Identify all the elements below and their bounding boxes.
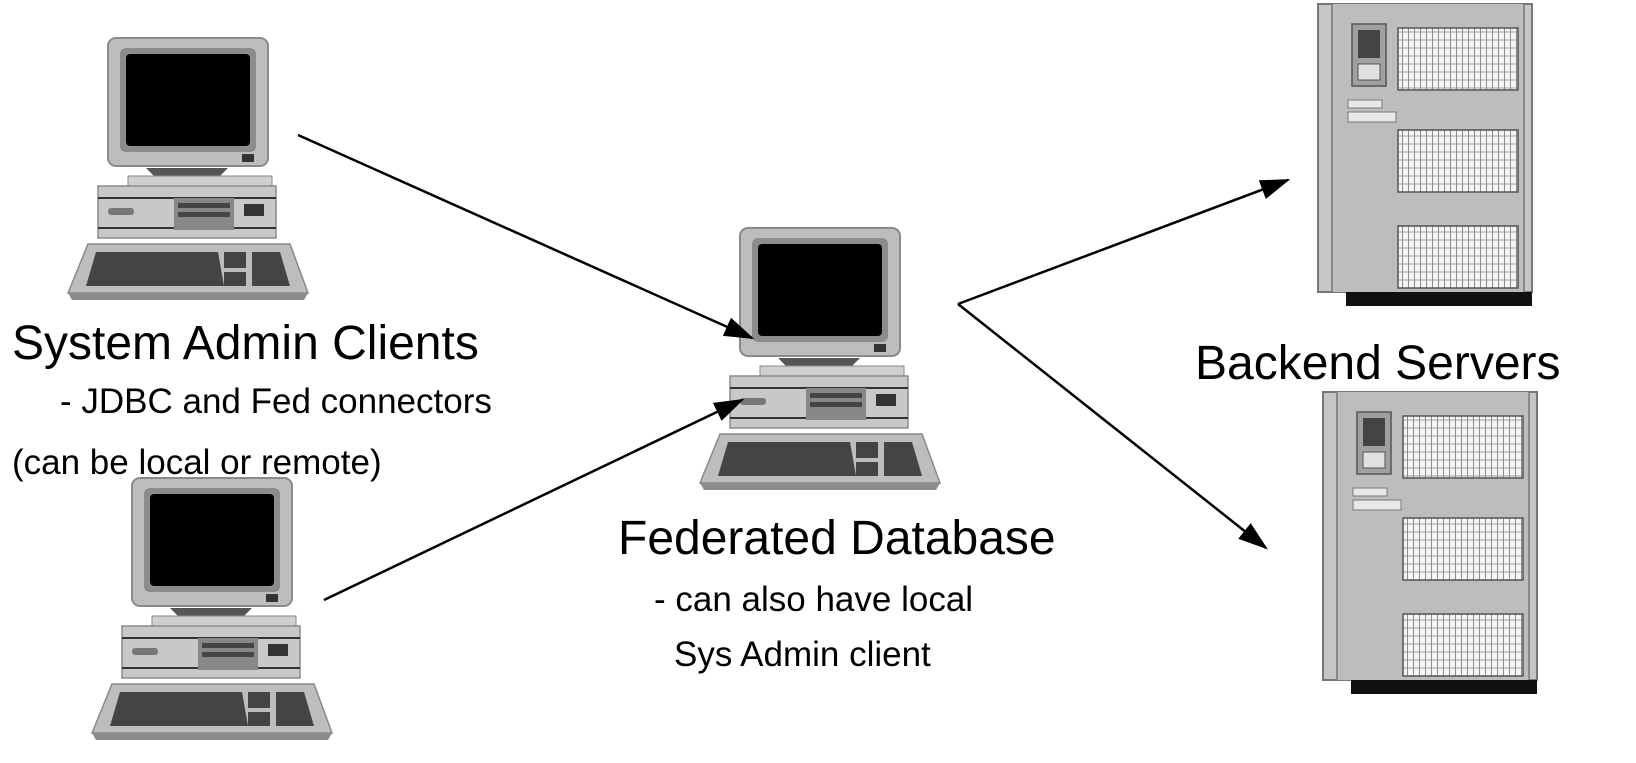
arrow-client-top-to-federated [297,133,755,340]
federated-database-title: Federated Database [618,512,1056,565]
arrow-federated-to-server-top [957,178,1291,306]
clients-subtitle-line2: (can be local or remote) [12,443,382,482]
federated-database-line1: - can also have local [654,580,974,619]
backend-server-top-icon [1317,3,1533,307]
client-computer-top-icon [67,37,309,301]
clients-subtitle-line1: - JDBC and Fed connectors [60,382,492,421]
arrow-federated-to-server-bottom [957,303,1268,550]
arrow-client-bottom-to-federated [323,398,745,602]
backend-server-bottom-icon [1322,391,1538,695]
federated-database-line2: Sys Admin client [674,635,931,674]
client-computer-bottom-icon [91,477,333,741]
backend-servers-title: Backend Servers [1195,337,1561,390]
clients-title: System Admin Clients [12,317,479,370]
federated-database-computer-icon [699,227,941,491]
